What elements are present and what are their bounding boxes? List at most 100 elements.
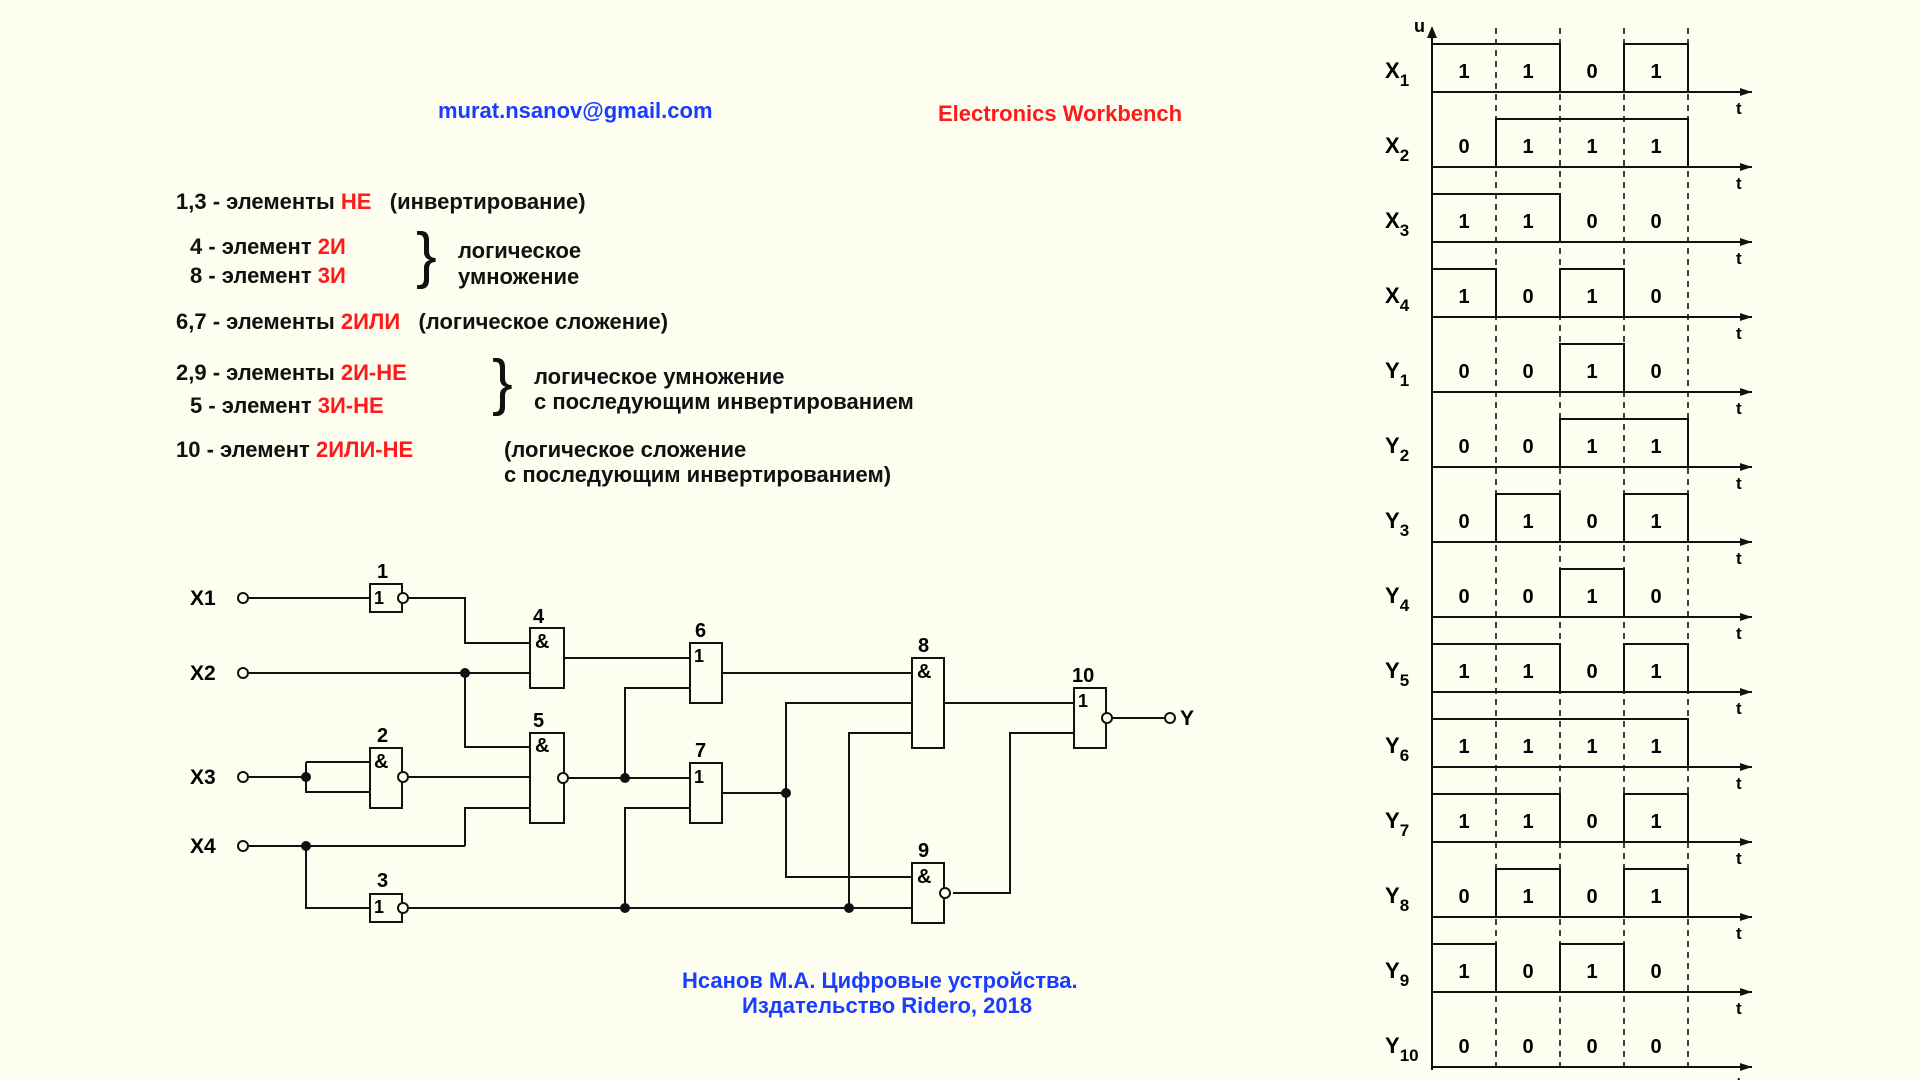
waveform-value: 1	[1650, 811, 1661, 833]
signal-label: Y9	[1385, 958, 1409, 990]
legend-prefix: 10 - элемент	[176, 437, 316, 462]
junction-dots	[301, 668, 854, 913]
waveform-value: 0	[1522, 1036, 1533, 1058]
waveform-y1	[1432, 343, 1688, 393]
brace-icon: }	[416, 221, 437, 290]
gate-4: & 4	[529, 606, 565, 689]
legend-prefix: 1,3 - элементы	[176, 189, 341, 214]
gate-5: & 5	[529, 710, 569, 824]
legend-prefix: 5 - элемент	[190, 393, 318, 418]
time-axis-label: t	[1736, 849, 1742, 868]
signal-label: Y6	[1385, 733, 1409, 765]
waveform-value: 1	[1586, 436, 1597, 458]
signal-label: Y8	[1385, 883, 1409, 915]
legend-line-7: 10 - элемент 2ИЛИ-НЕ	[176, 437, 413, 463]
waveform-value: 1	[1586, 361, 1597, 383]
time-axis-label: t	[1736, 399, 1742, 418]
waveform-value: 1	[1586, 586, 1597, 608]
waveform-value: 0	[1522, 436, 1533, 458]
waveform-value: 0	[1586, 211, 1597, 233]
svg-text:1: 1	[1078, 691, 1088, 711]
waveform-value: 0	[1522, 286, 1533, 308]
gate-9: & 9	[911, 840, 951, 924]
waveform-value: 1	[1650, 661, 1661, 683]
svg-text:&: &	[535, 735, 549, 757]
waveform-value: 0	[1650, 961, 1661, 983]
legend-line-6: 5 - элемент 3И-НЕ	[190, 393, 384, 419]
time-axis-label: t	[1736, 474, 1742, 493]
time-axis-arrow	[1740, 613, 1752, 621]
legend-prefix: 2,9 - элементы	[176, 360, 341, 385]
signal-label: Y2	[1385, 433, 1409, 465]
software-title: Electronics Workbench	[938, 101, 1183, 126]
svg-text:&: &	[374, 751, 388, 773]
gate-1: 1 1	[369, 561, 409, 613]
signal-label: Y7	[1385, 808, 1409, 840]
svg-text:X3: X3	[190, 766, 216, 789]
footer-line-2: Издательство Ridero, 2018	[742, 993, 1033, 1018]
svg-text:5: 5	[533, 710, 544, 732]
time-axis-label: t	[1736, 774, 1742, 793]
svg-text:X4: X4	[190, 835, 216, 858]
waveform-value: 0	[1650, 586, 1661, 608]
input-x1: X1	[190, 587, 249, 610]
waveform-value: 1	[1586, 136, 1597, 158]
waveform-value: 1	[1586, 286, 1597, 308]
email-link[interactable]: murat.nsanov@gmail.com	[438, 98, 713, 123]
time-axis-label: t	[1736, 999, 1742, 1018]
waveform-value: 0	[1586, 886, 1597, 908]
waveform-value: 0	[1522, 961, 1533, 983]
time-axis-label: t	[1736, 924, 1742, 943]
svg-text:1: 1	[694, 646, 704, 666]
waveform-value: 0	[1458, 586, 1469, 608]
svg-text:9: 9	[918, 840, 929, 862]
legend-gate: 3И-НЕ	[317, 393, 384, 418]
svg-text:Y: Y	[1180, 707, 1194, 730]
waveform-value: 0	[1458, 436, 1469, 458]
time-axis-arrow	[1740, 538, 1752, 546]
legend-desc: (инвертирование)	[389, 189, 586, 214]
waveform-value: 0	[1458, 361, 1469, 383]
waveform-value: 1	[1586, 736, 1597, 758]
waveform-value: 1	[1458, 61, 1469, 83]
waveform-y3	[1432, 493, 1689, 543]
waveform-value: 1	[1458, 811, 1469, 833]
waveform-value: 1	[1650, 511, 1661, 533]
time-axis-label: t	[1736, 624, 1742, 643]
waveform-value: 1	[1458, 961, 1469, 983]
waveform-value: 1	[1522, 736, 1533, 758]
svg-text:1: 1	[374, 588, 384, 608]
time-axis-arrow	[1740, 313, 1752, 321]
time-axis-arrow	[1740, 163, 1752, 171]
svg-text:7: 7	[695, 740, 706, 762]
time-axis-arrow	[1740, 688, 1752, 696]
waveform-value: 0	[1650, 361, 1661, 383]
waveform-x3	[1432, 193, 1688, 243]
legend-gate: 2И-НЕ	[340, 360, 407, 385]
input-x3: X3	[190, 766, 249, 789]
signal-label: Y5	[1385, 658, 1409, 690]
waveform-value: 0	[1458, 886, 1469, 908]
svg-text:4: 4	[533, 606, 545, 628]
svg-text:2: 2	[377, 725, 388, 747]
svg-text:&: &	[917, 866, 931, 888]
legend-gate: 2ИЛИ-НЕ	[315, 437, 414, 462]
svg-text:X2: X2	[190, 662, 216, 685]
input-x4: X4	[190, 835, 249, 858]
waveform-value: 0	[1650, 286, 1661, 308]
time-axis-arrow	[1740, 88, 1752, 96]
time-axis-label: t	[1736, 549, 1742, 568]
legend-desc: (логическое сложение	[504, 437, 747, 462]
legend-prefix: 8 - элемент	[190, 263, 318, 288]
svg-text:8: 8	[918, 635, 929, 657]
legend-line-4: 6,7 - элементы 2ИЛИ (логическое сложение…	[176, 309, 668, 335]
waveform-y2	[1432, 418, 1689, 468]
svg-text:X1: X1	[190, 587, 216, 610]
waveform-y7	[1432, 793, 1689, 843]
waveform-x2	[1432, 118, 1689, 168]
svg-text:&: &	[917, 661, 931, 683]
waveform-value: 1	[1522, 661, 1533, 683]
signal-label: Y10	[1385, 1033, 1419, 1065]
